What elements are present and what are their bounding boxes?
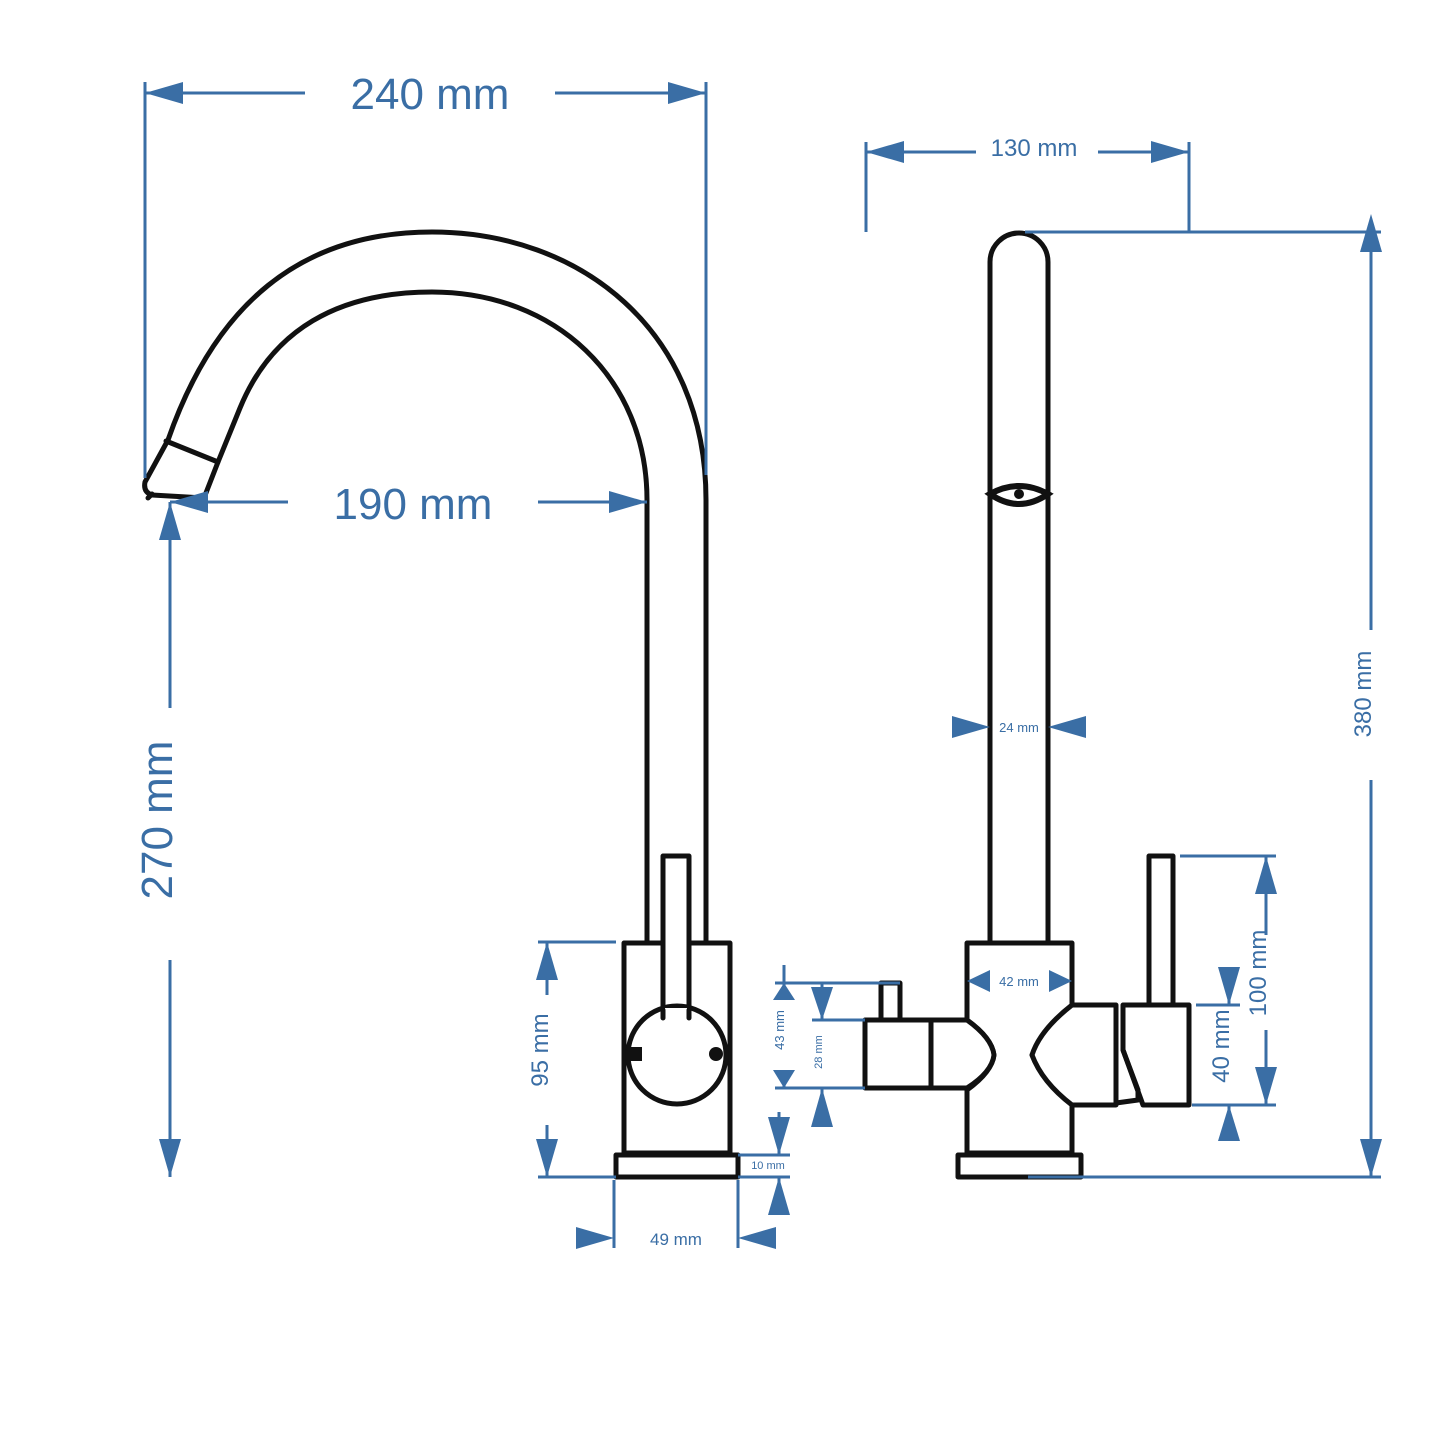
dimension-lines-right [773,141,1382,1179]
dimension-lines-left [143,82,790,1249]
left-valve-stem [878,980,903,1023]
label-handle-height: 40 mm [1208,1009,1235,1082]
label-side-reach: 130 mm [991,135,1078,162]
side-lever-lower [665,1008,687,1016]
label-spout-reach: 190 mm [334,480,493,529]
label-valve-body-height: 28 mm [813,1035,825,1069]
front-spout [987,230,1051,946]
label-body-diameter: 42 mm [999,974,1039,989]
indicator-square [628,1047,642,1061]
spout-outline [142,229,709,945]
side-lever [660,853,692,1024]
label-lever-height: 100 mm [1245,930,1272,1017]
front-view-faucet [862,230,1192,1180]
label-valve-height: 43 mm [772,1010,787,1050]
front-base [955,1152,1084,1180]
aerator-ring [163,438,221,465]
indicator-dot [709,1047,723,1061]
side-view-faucet [142,229,741,1180]
right-lever [1146,853,1176,1008]
label-total-height: 380 mm [1350,651,1377,738]
label-body-height: 95 mm [527,1013,554,1086]
left-valve-nose [928,1017,997,1091]
label-base-thickness: 10 mm [751,1160,785,1172]
right-handle [1120,1002,1192,1108]
label-spout-height: 270 mm [133,741,182,900]
aerator-tip [145,491,155,501]
label-base-width: 49 mm [650,1230,702,1249]
right-valve-nose [1029,1002,1119,1108]
left-valve-block [862,1017,936,1091]
label-overall-reach: 240 mm [351,70,510,119]
side-base [613,1152,741,1180]
label-spout-diameter: 24 mm [999,720,1039,735]
